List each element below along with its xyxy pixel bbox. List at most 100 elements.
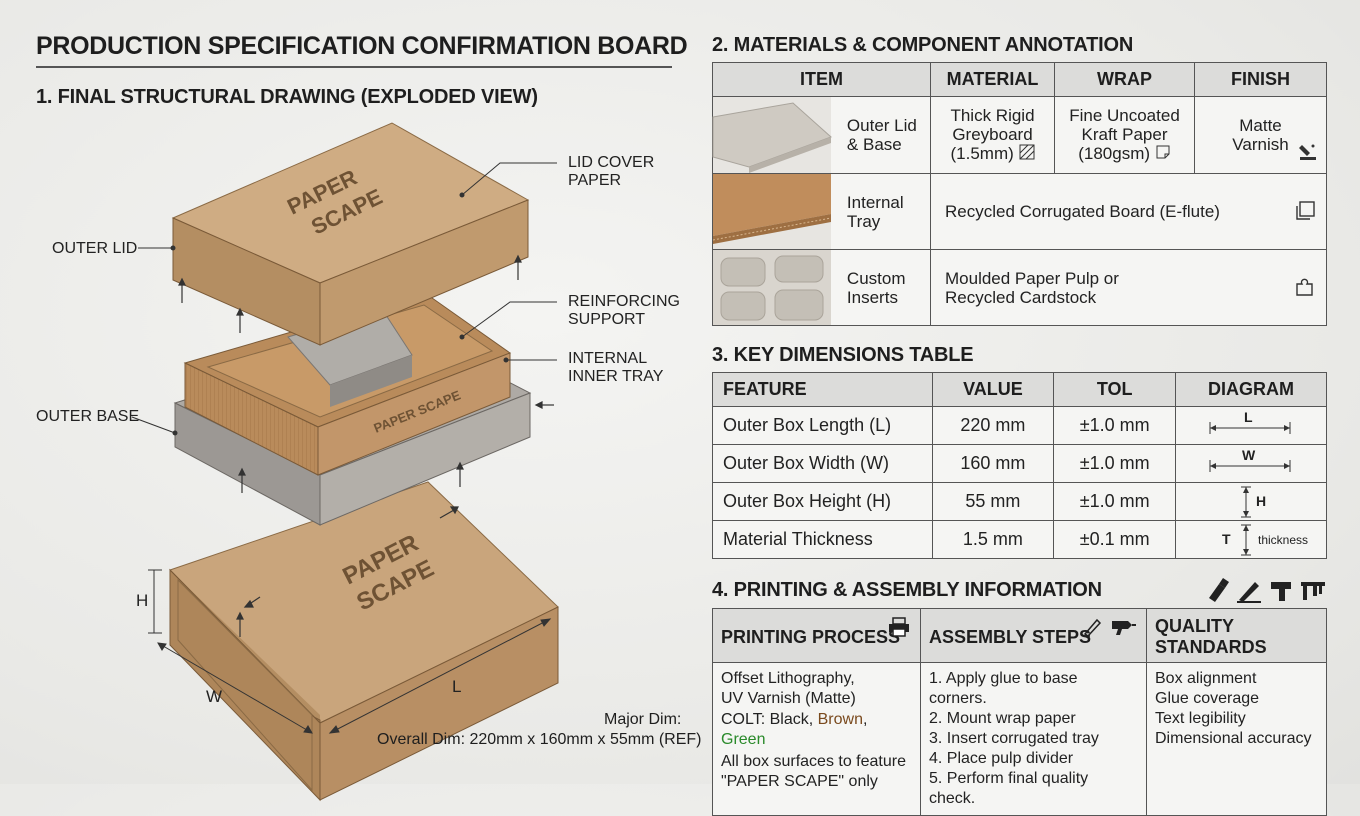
dim-diagram-label: H	[1256, 493, 1267, 509]
dim-header-diagram: DIAGRAM	[1175, 372, 1327, 407]
mat-material-1a: Thick Rigid	[950, 105, 1035, 125]
tools-icon-row	[1205, 576, 1330, 604]
dim-diagram-label: W	[1242, 447, 1256, 463]
outer-lid: PAPER SCAPE	[171, 122, 530, 346]
page-curl-icon	[1155, 144, 1171, 164]
label-lid-cover-1: LID COVER	[568, 154, 655, 171]
print-header-assembly: ASSEMBLY STEPS	[929, 626, 1092, 647]
mat-material-2: Recycled Corrugated Board (E-flute)	[945, 202, 1220, 221]
dim-header-feature: FEATURE	[712, 372, 933, 407]
print-colt-line: COLT: Black, Brown, Green	[721, 710, 912, 750]
dim-tol: ±1.0 mm	[1053, 482, 1176, 521]
dim-tol: ±1.0 mm	[1053, 444, 1176, 483]
colt-prefix: COLT: Black,	[721, 711, 818, 728]
mat-header-finish: FINISH	[1194, 62, 1327, 97]
assembly-step: 4. Place pulp divider	[929, 750, 1074, 767]
dim-label-h: H	[136, 591, 149, 610]
mat-wrap-1c: (180gsm)	[1078, 143, 1151, 163]
dim-label-w: W	[206, 687, 223, 706]
dim-feature: Outer Box Width (W)	[712, 444, 933, 483]
print-header-printing: PRINTING PROCESS	[721, 626, 901, 647]
dim-diagram-height: H	[1175, 482, 1327, 521]
caliper-icon	[1301, 582, 1325, 600]
quality-item: Box alignment	[1155, 670, 1257, 687]
print-line1: Offset Lithography,	[721, 670, 855, 687]
print-line4: All box surfaces to feature	[721, 753, 906, 770]
dim-header-value: VALUE	[931, 372, 1055, 407]
print-line2: UV Varnish (Matte)	[721, 690, 856, 707]
quality-standards-cell: Box alignment Glue coverage Text legibil…	[1146, 662, 1327, 816]
mat-item-1a: Outer Lid	[846, 116, 917, 135]
mat-wrap-1a: Fine Uncoated	[1069, 105, 1180, 125]
title-rule	[36, 66, 672, 68]
dim-row-width: Outer Box Width (W) 160 mm ±1.0 mm W	[712, 444, 1327, 483]
glue-gun-icon	[1110, 615, 1136, 642]
mat-material-3a: Moulded Paper Pulp or	[945, 268, 1119, 288]
printing-process-cell: Offset Lithography, UV Varnish (Matte) C…	[712, 662, 921, 816]
overall-dim-label: Overall Dim: 220mm x 160mm x 55mm (REF)	[377, 731, 702, 748]
page-title: PRODUCTION SPECIFICATION CONFIRMATION BO…	[36, 32, 688, 60]
leader-lines	[131, 162, 557, 436]
dimension-lines	[148, 569, 552, 734]
label-reinforcing-2: SUPPORT	[568, 311, 646, 328]
corrugated-thumb	[711, 173, 833, 250]
internal-tray: PAPER SCAPE	[183, 292, 512, 476]
assembly-step: 2. Mount wrap paper	[929, 710, 1076, 727]
dim-label-l: L	[452, 677, 462, 696]
dim-value: 160 mm	[931, 444, 1055, 483]
quality-item: Dimensional accuracy	[1155, 730, 1312, 747]
assembly-arrows	[178, 254, 554, 637]
dim-feature: Outer Box Height (H)	[712, 482, 933, 521]
dim-diagram-label: T	[1222, 531, 1231, 547]
colt-sep: ,	[862, 711, 868, 728]
printer-icon	[888, 617, 910, 642]
label-reinforcing-1: REINFORCING	[568, 293, 680, 310]
mat-item-3a: Custom	[846, 268, 906, 288]
exploded-view-drawing: PAPER SCAPE PAPER SCAPE PAPER SCAPE	[131, 122, 559, 802]
label-outer-base: OUTER BASE	[36, 408, 140, 425]
mat-item-1b: & Base	[846, 135, 902, 154]
mat-item-2a: Internal	[846, 192, 904, 212]
printing-assembly-table: PRINTING PROCESS ASSEMBLY STEPS QUALITY …	[712, 608, 1327, 816]
mat-finish-1b: Varnish	[1232, 135, 1289, 154]
section2-heading: 2. MATERIALS & COMPONENT ANNOTATION	[712, 34, 1134, 56]
dim-tol: ±0.1 mm	[1053, 520, 1176, 559]
label-internal-1: INTERNAL	[568, 350, 648, 367]
mat-wrap-1b: Kraft Paper	[1081, 124, 1168, 144]
label-lid-cover-2: PAPER	[568, 172, 622, 189]
mat-item-3b: Inserts	[846, 287, 898, 307]
dim-header-tol: TOL	[1053, 372, 1176, 407]
closed-box: PAPER SCAPE	[169, 481, 559, 802]
pen-icon	[1082, 615, 1104, 642]
dim-row-height: Outer Box Height (H) 55 mm ±1.0 mm H	[712, 482, 1327, 521]
layers-icon	[1294, 200, 1316, 226]
brush-icon	[1209, 578, 1229, 602]
quality-item: Text legibility	[1155, 710, 1246, 727]
dim-diagram-width: W	[1175, 444, 1327, 483]
varnish-bottle-icon	[1298, 141, 1318, 165]
mat-material-3b: Recycled Cardstock	[945, 287, 1097, 307]
assembly-steps-cell: 1. Apply glue to base corners. 2. Mount …	[920, 662, 1147, 816]
dim-feature: Material Thickness	[712, 520, 933, 559]
pulp-thumb	[711, 249, 833, 326]
dim-diagram-length: L	[1175, 406, 1327, 445]
dim-value: 220 mm	[931, 406, 1055, 445]
dimensions-table: FEATURE VALUE TOL DIAGRAM Outer Box Leng…	[712, 372, 1327, 559]
mat-header-item: ITEM	[712, 62, 931, 97]
stapler-icon	[1271, 582, 1291, 601]
assembly-step: 1. Apply glue to base corners.	[929, 670, 1078, 707]
colt-green: Green	[721, 731, 766, 748]
section4-heading: 4. PRINTING & ASSEMBLY INFORMATION	[712, 579, 1102, 601]
dim-row-length: Outer Box Length (L) 220 mm ±1.0 mm L	[712, 406, 1327, 445]
mat-header-wrap: WRAP	[1054, 62, 1195, 97]
greyboard-thumb	[711, 96, 833, 174]
print-line5: "PAPER SCAPE" only	[721, 773, 878, 790]
puzzle-icon	[1294, 276, 1316, 302]
dim-value: 1.5 mm	[931, 520, 1055, 559]
label-internal-2: INNER TRAY	[568, 368, 664, 385]
mat-material-1c: (1.5mm)	[950, 143, 1014, 163]
